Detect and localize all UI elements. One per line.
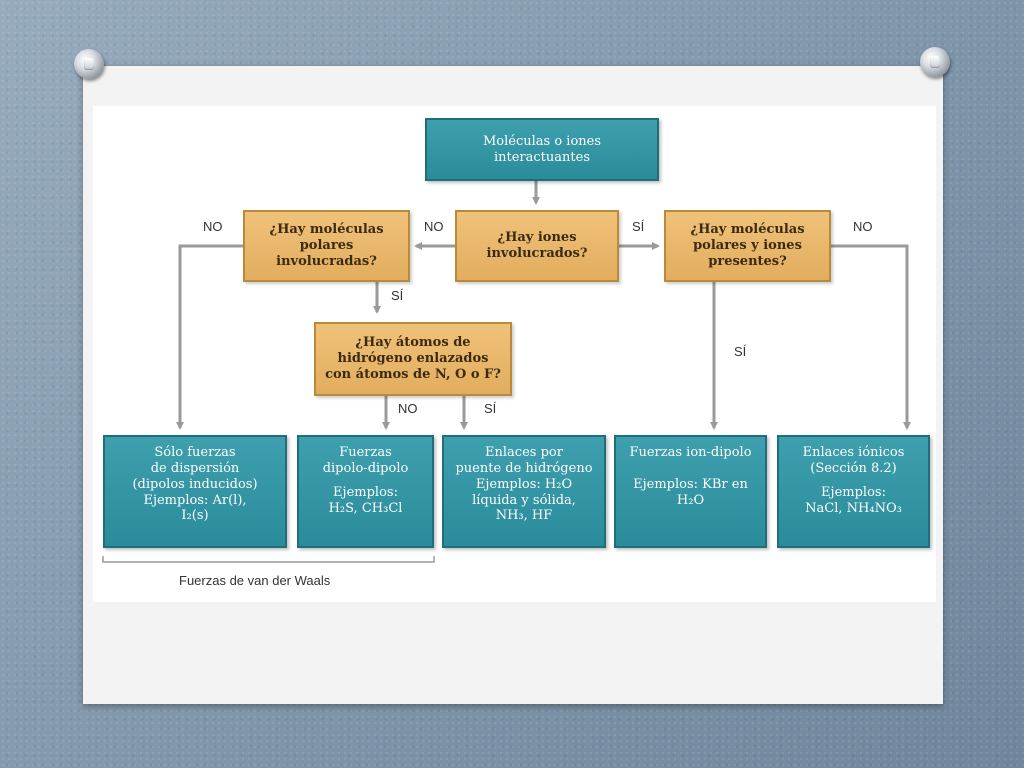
- question-polar-line-1: ¿Hay moléculas: [269, 222, 384, 238]
- result-hbond-line-5: NH₃, HF: [495, 508, 553, 524]
- result-hydrogen-bond: Enlaces por puente de hidrógeno Ejemplos…: [442, 435, 606, 548]
- result-hbond-line-1: Enlaces por: [485, 445, 563, 460]
- result-ionic-line-4: NaCl, NH₄NO₃: [805, 500, 902, 516]
- question-polar-molecules: ¿Hay moléculas polares involucradas?: [243, 210, 410, 282]
- result-iondipole-line-2: Ejemplos: KBr en: [633, 476, 748, 492]
- result-iondipole-line-3: H₂O: [676, 492, 705, 508]
- result-ionic: Enlaces iónicos (Sección 8.2) Ejemplos: …: [777, 435, 930, 548]
- question-polar-line-2: polares: [299, 238, 354, 254]
- result-dipole-line-4: H₂S, CH₃Cl: [328, 500, 403, 516]
- label-si-ions: SÍ: [632, 219, 645, 234]
- question-hydrogen-line-3: con átomos de N, O o F?: [325, 366, 501, 382]
- pushpin-icon: [74, 49, 104, 79]
- question-polar-line-3: involucradas?: [276, 253, 377, 269]
- label-no-left: NO: [203, 219, 223, 234]
- label-no-right: NO: [853, 219, 873, 234]
- question-ions-line-1: ¿Hay iones: [497, 230, 577, 246]
- result-iondipole-line-1: Fuerzas ion-dipolo: [629, 445, 752, 460]
- result-dipole-line-2: dipolo-dipolo: [322, 460, 409, 476]
- root-line-2: interactuantes: [493, 149, 590, 165]
- result-dipole-dipole: Fuerzas dipolo-dipolo Ejemplos: H₂S, CH₃…: [297, 435, 434, 548]
- van-der-waals-bracket: [102, 556, 435, 563]
- label-no-hydrogen: NO: [398, 401, 418, 416]
- root-box: Moléculas o iones interactuantes: [425, 118, 659, 181]
- result-ionic-line-2: (Sección 8.2): [810, 460, 897, 476]
- pushpin-icon: [920, 47, 950, 77]
- arrow-polarions-no: [831, 244, 911, 430]
- root-line-1: Moléculas o iones: [482, 133, 602, 149]
- result-dispersion-line-4: Ejemplos: Ar(l),: [143, 492, 247, 508]
- label-si-polar: SÍ: [391, 288, 404, 303]
- result-hbond-line-3: Ejemplos: H₂O: [475, 476, 573, 492]
- connector-arrows: [102, 181, 911, 563]
- result-dispersion-line-2: de dispersión: [150, 460, 240, 476]
- result-dipole-line-1: Fuerzas: [339, 445, 392, 460]
- result-ion-dipole: Fuerzas ion-dipolo Ejemplos: KBr en H₂O: [614, 435, 767, 548]
- question-polar-and-ions: ¿Hay moléculas polares y iones presentes…: [664, 210, 831, 282]
- result-ionic-line-3: Ejemplos:: [821, 484, 886, 500]
- result-hbond-line-2: puente de hidrógeno: [455, 460, 593, 476]
- question-ions-line-2: involucrados?: [486, 246, 588, 261]
- label-si-polarions: SÍ: [734, 344, 747, 359]
- question-polarions-line-1: ¿Hay moléculas: [690, 222, 805, 238]
- question-hydrogen-line-1: ¿Hay átomos de: [355, 335, 471, 351]
- result-dispersion-line-5: I₂(s): [181, 508, 209, 524]
- question-hydrogen: ¿Hay átomos de hidrógeno enlazados con á…: [314, 322, 512, 396]
- result-dipole-line-3: Ejemplos:: [333, 484, 398, 500]
- question-ions: ¿Hay iones involucrados?: [455, 210, 619, 282]
- result-dispersion-line-3: (dipolos inducidos): [132, 476, 258, 492]
- arrow-polar-no: [176, 244, 243, 430]
- result-hbond-line-4: líquida y sólida,: [472, 492, 576, 508]
- result-dispersion-line-1: Sólo fuerzas: [154, 445, 236, 460]
- question-polarions-line-2: polares y iones: [693, 238, 802, 254]
- result-ionic-line-1: Enlaces iónicos: [802, 445, 905, 460]
- result-dispersion: Sólo fuerzas de dispersión (dipolos indu…: [103, 435, 287, 548]
- question-hydrogen-line-2: hidrógeno enlazados: [337, 351, 489, 367]
- flowchart-diagram: Moléculas o iones interactuantes ¿Hay io…: [93, 106, 936, 602]
- question-polarions-line-3: presentes?: [708, 253, 787, 269]
- label-no-ions: NO: [424, 219, 444, 234]
- label-si-hydrogen: SÍ: [484, 401, 497, 416]
- van-der-waals-caption: Fuerzas de van der Waals: [179, 573, 331, 588]
